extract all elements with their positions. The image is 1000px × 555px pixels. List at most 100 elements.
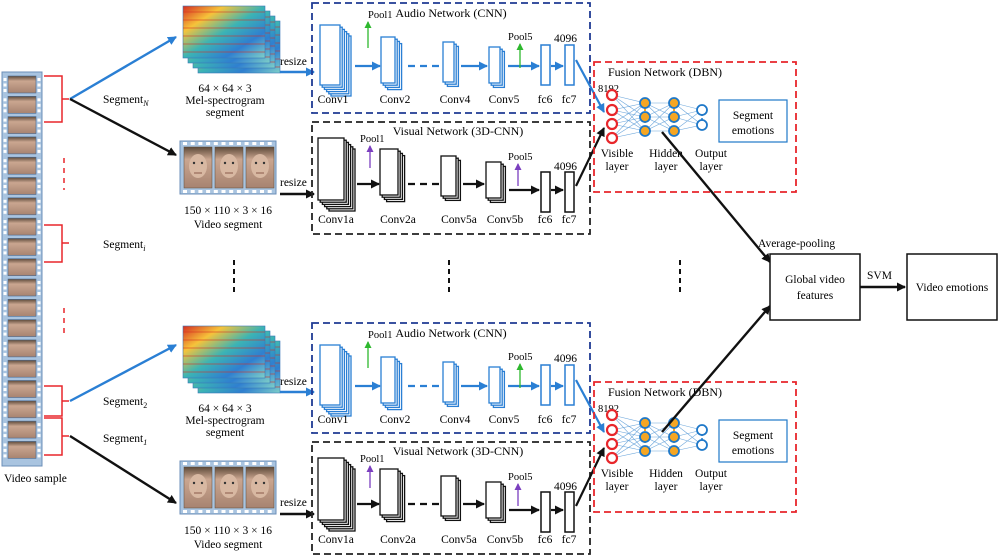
fusion-network-box xyxy=(593,61,797,193)
hidden-layer-label: Hidden xyxy=(649,148,683,160)
dbn-connections xyxy=(611,414,703,459)
audio-layer-label: fc6 xyxy=(538,414,553,426)
visual-fc6 xyxy=(540,171,551,213)
svm-label: SVM xyxy=(867,270,892,282)
audio-layer-label: Conv4 xyxy=(440,414,471,426)
visual-fc6 xyxy=(540,491,551,533)
hidden-neuron xyxy=(668,111,680,123)
visible-neuron xyxy=(605,451,619,465)
sprocket-hole xyxy=(37,367,41,371)
sprocket-hole xyxy=(37,159,41,163)
sprocket-hole xyxy=(37,423,41,427)
visual-layer-label: fc6 xyxy=(538,214,553,226)
video-frame xyxy=(7,238,37,256)
sprocket-hole xyxy=(37,144,41,148)
visible-neuron xyxy=(605,117,619,131)
output-layer-label: Output xyxy=(695,148,728,160)
segment-1-to-visual-arrow xyxy=(69,434,177,505)
dbn-edge xyxy=(611,94,646,118)
audio-to-fusion-arrow xyxy=(575,59,605,113)
video-frame xyxy=(7,380,37,398)
fusion-dim-label: 8192 xyxy=(598,404,619,415)
conv-slab xyxy=(379,468,399,516)
dbn-edge xyxy=(611,116,646,139)
visual-conv5a xyxy=(440,475,462,522)
sprocket-hole xyxy=(37,179,41,183)
average-pooling-label: Average-pooling xyxy=(758,238,835,250)
face xyxy=(251,154,269,178)
sprocket-hole xyxy=(3,89,7,92)
sprocket-hole xyxy=(37,271,41,275)
sprocket-hole xyxy=(3,149,7,153)
sprocket-hole xyxy=(37,225,41,229)
visual-fc7 xyxy=(564,171,575,213)
audio-input-line1: Mel-spectrogram xyxy=(185,415,264,427)
segment-emotions-box xyxy=(718,419,788,463)
sprocket-hole xyxy=(213,190,218,193)
visual-network-title: Visual Network (3D-CNN) xyxy=(393,444,524,458)
audio-layer-label: Conv5 xyxy=(489,414,520,426)
visual-dim-label: 4096 xyxy=(554,161,577,173)
audio-dim-label: 4096 xyxy=(554,33,577,45)
sprocket-hole xyxy=(37,98,41,102)
dbn-edge xyxy=(611,94,646,132)
sprocket-hole xyxy=(37,373,41,377)
sprocket-hole xyxy=(198,190,203,193)
global-features-box xyxy=(769,253,861,321)
face-eye xyxy=(254,161,258,165)
visual-to-fusion-arrow xyxy=(575,447,605,507)
dbn-connections xyxy=(611,94,703,139)
sprocket-hole xyxy=(229,190,234,193)
video-frame xyxy=(7,177,37,195)
segment-n-to-visual-arrow xyxy=(69,97,177,157)
audio-network-title: Audio Network (CNN) xyxy=(395,6,506,20)
sprocket-hole xyxy=(3,205,7,209)
face xyxy=(251,474,269,498)
hidden-neuron xyxy=(639,431,651,443)
sprocket-hole xyxy=(37,382,41,386)
audio-conv1 xyxy=(319,344,352,417)
conv-slab xyxy=(485,481,502,519)
sprocket-hole xyxy=(198,462,203,465)
video-frame xyxy=(7,136,37,155)
fusion-network-box xyxy=(593,381,797,513)
mel-spectrogram-stack xyxy=(182,325,281,394)
hidden-neuron xyxy=(668,431,680,443)
face xyxy=(220,154,238,178)
audio-resize-label: resize xyxy=(280,376,307,388)
segment-emotions-line1: Segment xyxy=(733,110,774,122)
sprocket-hole xyxy=(37,413,41,417)
face-eye xyxy=(192,481,196,485)
sprocket-hole xyxy=(3,413,7,417)
video-emotions-label: Video emotions xyxy=(916,282,989,294)
dbn-edge xyxy=(673,422,703,446)
sprocket-hole xyxy=(37,321,41,325)
sprocket-hole xyxy=(37,312,41,316)
sprocket-hole xyxy=(3,448,7,452)
audio-layer-label: Conv5 xyxy=(489,94,520,106)
visible-neuron xyxy=(605,131,619,145)
audio-to-fusion-arrow xyxy=(575,379,605,433)
video-frame xyxy=(7,217,37,236)
sprocket-hole xyxy=(252,510,257,513)
fusion-network-title: Fusion Network (DBN) xyxy=(608,385,722,399)
sprocket-hole xyxy=(3,408,7,412)
audio-layer-label: Conv4 xyxy=(440,94,471,106)
conv-slab xyxy=(319,344,341,406)
video-frame xyxy=(7,96,37,114)
sprocket-hole xyxy=(3,347,7,351)
sprocket-hole xyxy=(183,190,187,193)
conv-slab xyxy=(380,36,396,84)
conv-slab xyxy=(485,161,502,199)
audio-pool5-label: Pool5 xyxy=(508,352,533,363)
sprocket-hole xyxy=(3,292,7,295)
sprocket-hole xyxy=(37,347,41,351)
sprocket-hole xyxy=(37,138,41,142)
sprocket-hole xyxy=(3,454,7,458)
visual-layer-label: Conv1a xyxy=(318,214,354,226)
sprocket-hole xyxy=(3,144,7,148)
face-eye xyxy=(200,481,204,485)
sprocket-hole xyxy=(3,428,7,432)
sprocket-hole xyxy=(37,129,41,133)
